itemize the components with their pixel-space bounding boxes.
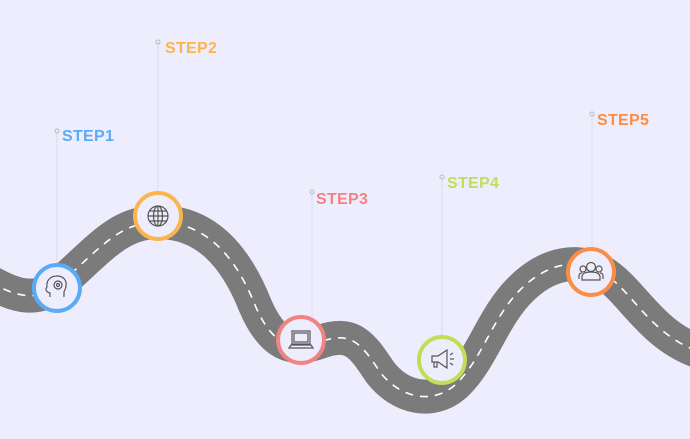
step-1-ring [32, 263, 82, 313]
step-4-marker [417, 335, 467, 385]
step-1-label: STEP1 [62, 128, 115, 145]
leader-dot-2 [155, 39, 161, 45]
leader-dot-4 [439, 174, 445, 180]
head-gears-icon [45, 275, 67, 297]
leader-dot-5 [589, 111, 595, 117]
step-5-marker [566, 247, 616, 297]
step-3-marker [276, 315, 326, 365]
step-4-label: STEP4 [447, 175, 500, 192]
step-4-ring [417, 335, 467, 385]
leader-lines [56, 43, 593, 336]
step-2-marker [133, 191, 183, 241]
leader-dot-3 [309, 189, 315, 195]
step-1-marker [32, 263, 82, 313]
laptop-icon [287, 330, 315, 349]
globe-icon [147, 205, 169, 227]
step-2-label: STEP2 [165, 40, 218, 57]
megaphone-icon [431, 348, 454, 370]
step-5-label: STEP5 [597, 112, 650, 129]
step-3-label: STEP3 [316, 191, 369, 208]
step-3-ring [276, 315, 326, 365]
team-icon [578, 261, 604, 281]
leader-dot-1 [54, 128, 60, 134]
